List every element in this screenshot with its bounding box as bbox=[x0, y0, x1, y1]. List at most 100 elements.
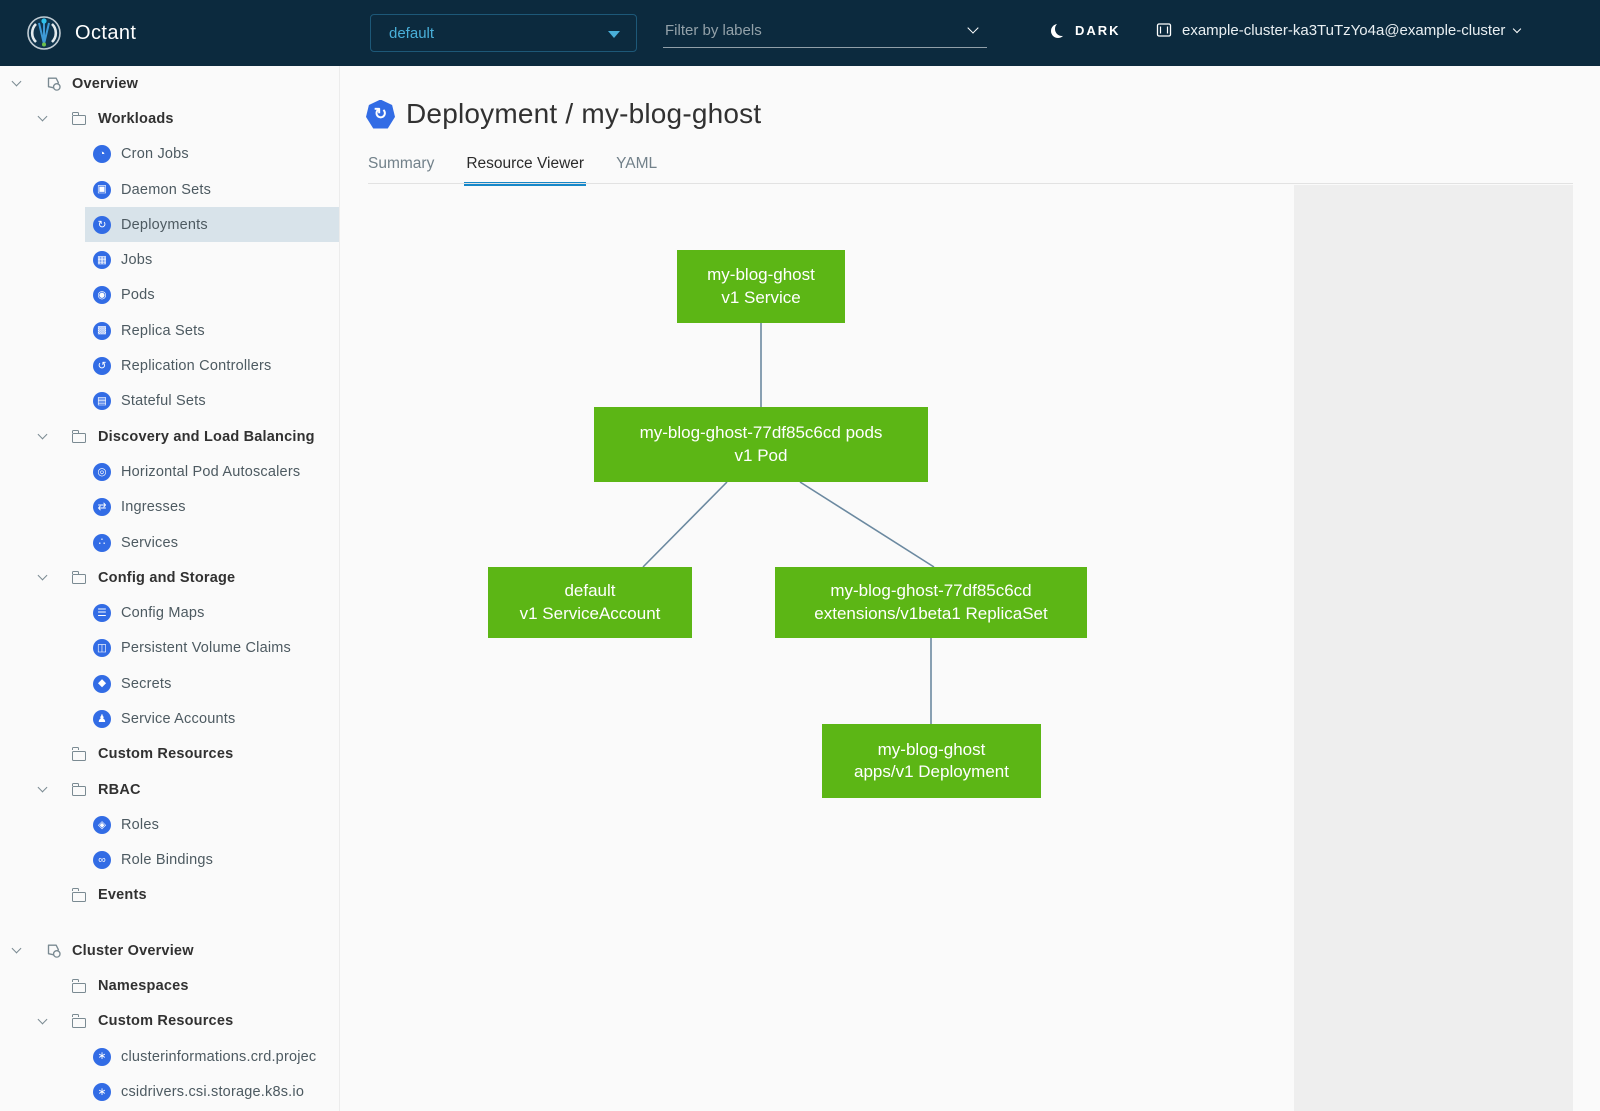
resource-icon: ◫ bbox=[93, 639, 111, 658]
resource-icon: ∗ bbox=[93, 1047, 111, 1066]
applications-icon bbox=[44, 75, 62, 93]
graph-edges bbox=[642, 323, 935, 724]
resource-icon: ◎ bbox=[93, 462, 111, 481]
sidebar-item[interactable]: Overview bbox=[0, 66, 339, 101]
chevron-down-icon[interactable] bbox=[10, 76, 44, 87]
sidebar-item[interactable]: ◔ Cron Jobs bbox=[0, 137, 339, 172]
resource-icon: ◉ bbox=[93, 286, 111, 305]
page-header: ↻ Deployment / my-blog-ghost bbox=[366, 98, 761, 130]
namespace-select[interactable]: default bbox=[370, 14, 637, 52]
folder-icon bbox=[70, 1012, 88, 1030]
tab-divider bbox=[368, 183, 1573, 184]
app-title: Octant bbox=[75, 21, 137, 44]
chevron-down-icon[interactable] bbox=[36, 570, 70, 581]
octant-logo-icon bbox=[26, 15, 62, 51]
sidebar-item-label: Secrets bbox=[121, 675, 172, 692]
sidebar-item-label: Overview bbox=[72, 75, 139, 92]
sidebar-item-label: Discovery and Load Balancing bbox=[98, 428, 315, 445]
theme-toggle[interactable]: DARK bbox=[1051, 23, 1121, 38]
applications-icon bbox=[44, 942, 62, 960]
graph-node[interactable]: my-blog-ghost apps/v1 Deployment bbox=[822, 724, 1041, 798]
resource-icon: ▦ bbox=[93, 251, 111, 270]
resource-icon: ▩ bbox=[93, 321, 111, 340]
tab[interactable]: Summary bbox=[368, 155, 434, 186]
sidebar-item-label: Events bbox=[98, 887, 147, 904]
sidebar-item[interactable]: Custom Resources bbox=[0, 737, 339, 772]
chevron-down-icon[interactable] bbox=[36, 111, 70, 122]
chevron-down-icon[interactable] bbox=[36, 782, 70, 793]
tab[interactable]: Resource Viewer bbox=[464, 155, 586, 186]
moon-icon bbox=[1051, 24, 1065, 38]
chevron-down-icon[interactable] bbox=[36, 429, 70, 440]
sidebar-item-label: Daemon Sets bbox=[121, 181, 212, 198]
chevron-down-icon[interactable] bbox=[10, 943, 44, 954]
tab-label: YAML bbox=[616, 155, 658, 172]
sidebar-item-label: Cron Jobs bbox=[121, 146, 189, 163]
graph-node-kind: extensions/v1beta1 ReplicaSet bbox=[814, 603, 1048, 623]
graph-node[interactable]: default v1 ServiceAccount bbox=[488, 567, 692, 638]
caret-down-icon bbox=[608, 31, 620, 38]
sidebar-item[interactable]: ◈ Roles bbox=[0, 807, 339, 842]
resource-icon: ◈ bbox=[93, 815, 111, 834]
label-filter-input[interactable]: Filter by labels bbox=[663, 16, 987, 48]
sidebar-item[interactable]: ↻ Deployments bbox=[0, 207, 339, 243]
cluster-select[interactable]: example-cluster-ka3TuTzYo4a@example-clus… bbox=[1155, 21, 1522, 39]
chevron-down-icon[interactable] bbox=[967, 22, 979, 34]
graph-node-kind: v1 Pod bbox=[734, 445, 788, 465]
graph-node-kind: v1 Service bbox=[721, 287, 801, 307]
sidebar-item[interactable]: ⇄ Ingresses bbox=[0, 490, 339, 525]
sidebar-item[interactable]: ◫ Persistent Volume Claims bbox=[0, 631, 339, 666]
theme-toggle-label: DARK bbox=[1075, 23, 1121, 38]
sidebar-item-label: Namespaces bbox=[98, 978, 189, 995]
sidebar-item-label: Workloads bbox=[98, 110, 174, 127]
sidebar-item[interactable]: ▣ Daemon Sets bbox=[0, 172, 339, 207]
sidebar-item[interactable]: Namespaces bbox=[0, 968, 339, 1003]
folder-icon bbox=[70, 428, 88, 446]
sidebar-item[interactable]: ∞ Role Bindings bbox=[0, 843, 339, 878]
sidebar-item[interactable]: Events bbox=[0, 878, 339, 913]
sidebar-item[interactable]: RBAC bbox=[0, 772, 339, 807]
sidebar-item[interactable]: ▤ Stateful Sets bbox=[0, 384, 339, 419]
sidebar-item[interactable]: ∗ csidrivers.csi.storage.k8s.io bbox=[0, 1074, 339, 1109]
sidebar-item[interactable]: Cluster Overview bbox=[0, 933, 339, 968]
sidebar-item[interactable]: Discovery and Load Balancing bbox=[0, 419, 339, 454]
sidebar-item[interactable]: ◉ Pods bbox=[0, 278, 339, 313]
sidebar-item[interactable]: ∴ Services bbox=[0, 525, 339, 560]
sidebar-item[interactable]: ▩ Replica Sets bbox=[0, 313, 339, 348]
label-filter-placeholder: Filter by labels bbox=[665, 22, 762, 39]
sidebar-item[interactable]: ∗ clusterinformations.crd.projec bbox=[0, 1039, 339, 1074]
top-bar: Octant default Filter by labels DARK exa… bbox=[0, 0, 1600, 66]
sidebar-item-label: Service Accounts bbox=[121, 710, 236, 727]
folder-icon bbox=[70, 569, 88, 587]
sidebar-item-label: Jobs bbox=[121, 252, 153, 269]
sidebar-nav: Overview Workloads ◔ Cron Jobs bbox=[0, 66, 340, 1111]
sidebar-item[interactable]: ◎ Horizontal Pod Autoscalers bbox=[0, 454, 339, 489]
sidebar-item[interactable]: ◆ Secrets bbox=[0, 666, 339, 701]
graph-node[interactable]: my-blog-ghost-77df85c6cd pods v1 Pod bbox=[594, 407, 928, 482]
sidebar-item[interactable]: ☰ Config Maps bbox=[0, 595, 339, 630]
brand: Octant bbox=[26, 15, 136, 51]
tab[interactable]: YAML bbox=[616, 155, 657, 186]
graph-node[interactable]: my-blog-ghost-77df85c6cd extensions/v1be… bbox=[775, 567, 1087, 638]
sidebar-item-label: Roles bbox=[121, 816, 160, 833]
sidebar-item[interactable]: Custom Resources bbox=[0, 1004, 339, 1039]
resource-icon: ∗ bbox=[93, 1082, 111, 1101]
sidebar-item-label: Replica Sets bbox=[121, 322, 205, 339]
resource-icon: ☰ bbox=[93, 604, 111, 623]
page-title: Deployment / my-blog-ghost bbox=[406, 98, 762, 129]
graph-node-name: my-blog-ghost bbox=[707, 265, 815, 285]
graph-node-name: my-blog-ghost bbox=[877, 739, 986, 759]
sidebar-item-label: csidrivers.csi.storage.k8s.io bbox=[121, 1083, 305, 1100]
sidebar-item-label: Custom Resources bbox=[98, 1013, 234, 1030]
graph-node-name: my-blog-ghost-77df85c6cd pods bbox=[639, 423, 883, 443]
chevron-down-icon[interactable] bbox=[36, 1014, 70, 1025]
sidebar-item[interactable]: Workloads bbox=[0, 101, 339, 136]
sidebar-item[interactable]: Config and Storage bbox=[0, 560, 339, 595]
sidebar-item[interactable]: ▦ Jobs bbox=[0, 242, 339, 277]
tab-label: Summary bbox=[368, 155, 435, 172]
sidebar-item[interactable]: ↺ Replication Controllers bbox=[0, 348, 339, 383]
resource-icon: ◔ bbox=[93, 145, 111, 164]
sidebar-item-label: clusterinformations.crd.projec bbox=[121, 1048, 317, 1065]
sidebar-item[interactable]: ♟ Service Accounts bbox=[0, 701, 339, 736]
graph-node[interactable]: my-blog-ghost v1 Service bbox=[677, 250, 845, 323]
